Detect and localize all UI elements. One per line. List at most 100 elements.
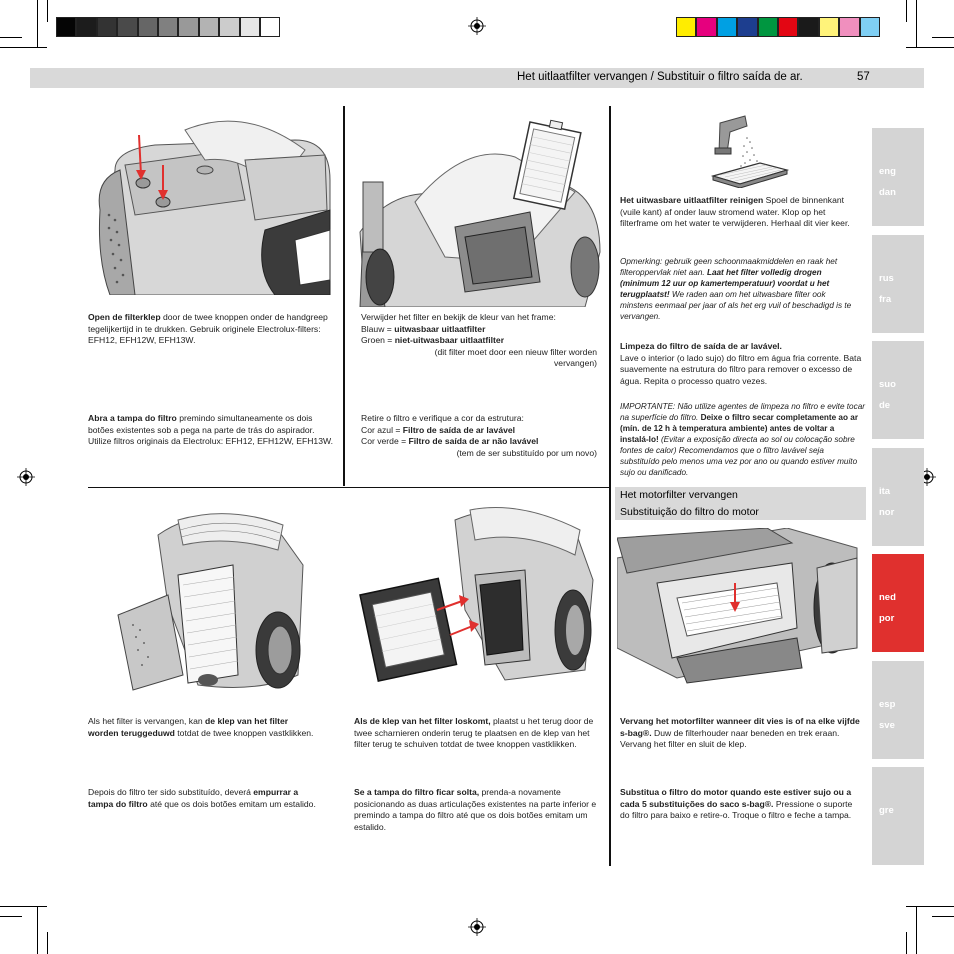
color-swatch	[777, 17, 799, 37]
crop-mark	[37, 0, 38, 47]
instruction-push-cover-pt: Depois do filtro ter sido substituído, d…	[88, 787, 320, 810]
gray-swatch-strip	[56, 17, 281, 37]
color-swatch	[157, 17, 179, 37]
instruction-wash-filter-nl: Het uitwasbare uitlaatfilter reinigen Sp…	[620, 195, 860, 230]
figure-remove-exhaust-filter	[359, 119, 601, 307]
color-swatch	[219, 17, 240, 37]
instruction-bold: Se a tampa do filtro ficar solta,	[354, 787, 480, 797]
note-text: (Evitar a exposição directa ao sol ou co…	[620, 435, 858, 477]
instruction-wash-filter-pt-note: IMPORTANTE: Não utilize agentes de limpe…	[620, 401, 865, 478]
motor-filter-section-bar	[615, 487, 866, 520]
language-code: suo	[879, 379, 896, 390]
instruction-reattach-cover-pt: Se a tampa do filtro ficar solta, prenda…	[354, 787, 597, 833]
label: Groen =	[361, 335, 395, 346]
color-swatch	[239, 17, 260, 37]
instruction-text: Verwijder het filter en bekijk de kleur …	[361, 312, 556, 322]
color-swatch	[56, 17, 77, 37]
value: Filtro de saída de ar não lavável	[408, 436, 539, 447]
note-text: Opmerking: gebruik geen schoonmaakmiddel…	[620, 257, 838, 277]
instruction-motor-filter-pt: Substitua o filtro do motor quando este …	[620, 787, 863, 822]
language-code: ita	[879, 486, 891, 497]
crop-mark	[47, 0, 48, 22]
language-tab-ned-por[interactable]: ned por	[872, 554, 924, 652]
page-title: Het uitlaatfilter vervangen / Substituir…	[517, 71, 803, 83]
instruction-bold: de klep van het filter worden teruggeduw…	[88, 716, 289, 738]
label: Cor azul =	[361, 424, 403, 435]
instruction-remove-filter-nl: Verwijder het filter en bekijk de kleur …	[361, 312, 597, 370]
registration-mark-icon	[468, 17, 486, 35]
color-swatch-strip	[676, 17, 880, 37]
instruction-open-cover-nl: Open de filterklep door de twee knoppen …	[88, 312, 333, 347]
instruction-text: premindo simultaneamente os dois botões …	[88, 413, 334, 447]
instruction-wash-filter-pt: Limpeza do filtro de saída de ar lavável…	[620, 341, 865, 387]
crop-mark	[0, 37, 22, 38]
instruction-text: Retire o filtro e verifique a cor da est…	[361, 413, 524, 423]
page-number: 57	[857, 71, 870, 83]
language-code: por	[879, 613, 895, 624]
language-code: ned	[879, 592, 896, 603]
instruction-bold: Limpeza do filtro de saída de ar lavável…	[620, 341, 782, 351]
note-text: We raden aan om het uitwasbare filter oo…	[620, 290, 852, 321]
language-tab-suo-de[interactable]: suo de	[872, 341, 924, 439]
instruction-push-cover-nl: Als het filter is vervangen, kan de klep…	[88, 716, 320, 739]
instruction-text: Depois do filtro ter sido substituído, d…	[88, 787, 254, 797]
crop-mark	[0, 916, 22, 917]
figure-wash-filter-under-tap	[710, 115, 790, 188]
instruction-text: totdat de twee knoppen vastklikken.	[174, 727, 314, 738]
crop-mark	[0, 906, 47, 907]
crop-mark	[0, 47, 47, 48]
crop-mark	[916, 0, 917, 47]
language-code: de	[879, 400, 891, 411]
color-swatch	[137, 17, 158, 37]
color-swatch	[757, 17, 778, 37]
instruction-open-cover-pt: Abra a tampa do filtro premindo simultan…	[88, 413, 333, 448]
figure-reattach-filter-cover	[359, 507, 594, 682]
crop-mark	[932, 916, 954, 917]
crop-mark	[906, 47, 954, 48]
note-text: IMPORTANTE: Não utilize agentes de limpe…	[620, 402, 865, 422]
language-tab-eng-dan[interactable]: eng dan	[872, 128, 924, 226]
figure-open-filter-cover	[98, 120, 331, 295]
crop-mark	[37, 907, 38, 954]
color-swatch	[798, 17, 819, 37]
instruction-bold: Het uitwasbare uitlaatfilter reinigen	[620, 195, 764, 205]
instruction-wash-filter-nl-note: Opmerking: gebruik geen schoonmaakmiddel…	[620, 256, 860, 322]
language-tab-ita-nor[interactable]: ita nor	[872, 448, 924, 546]
instruction-note: (tem de ser substituído por um novo)	[456, 447, 597, 458]
language-code: gre	[879, 805, 894, 816]
language-code: nor	[879, 507, 895, 518]
instruction-note: (dit filter moet door een nieuw filter w…	[434, 346, 597, 369]
instruction-text: Als het filter is vervangen, kan	[88, 716, 206, 726]
instruction-motor-filter-nl: Vervang het motorfilter wanneer dit vies…	[620, 716, 863, 751]
label: Cor verde =	[361, 436, 409, 447]
instruction-text: Spoel de binnenkant (vuile kant) af onde…	[620, 195, 850, 229]
registration-mark-icon	[17, 468, 35, 486]
figure-push-filter-cover-back	[117, 513, 304, 691]
color-swatch	[259, 17, 281, 37]
column-divider	[609, 106, 611, 866]
note-bold: Laat het filter volledig drogen (minimum…	[620, 268, 830, 299]
crop-mark	[47, 932, 48, 954]
instruction-text: prenda-a novamente posicionando as duas …	[354, 787, 597, 832]
crop-mark	[916, 907, 917, 954]
instruction-text: door de twee knoppen onder de handgreep …	[88, 312, 328, 346]
instruction-bold: Open de filterklep	[88, 312, 161, 322]
language-tab-gre[interactable]: gre	[872, 767, 924, 865]
instruction-text: plaatst u het terug door de twee scharni…	[354, 716, 594, 750]
instruction-bold: Als de klep van het filter loskomt,	[354, 716, 491, 726]
color-swatch	[839, 17, 860, 37]
language-code: eng	[879, 166, 896, 177]
color-swatch	[76, 17, 97, 37]
color-swatch	[676, 17, 697, 37]
note-bold: Deixe o filtro secar completamente ao ar…	[620, 413, 859, 444]
color-swatch	[818, 17, 840, 37]
color-swatch	[117, 17, 138, 37]
color-swatch	[859, 17, 880, 37]
instruction-text: Duw de filterhouder naar beneden en trek…	[620, 727, 840, 750]
crop-mark	[906, 0, 907, 22]
header-bar	[30, 68, 924, 88]
language-code: dan	[879, 187, 896, 198]
instruction-bold: empurrar a tampa do filtro	[88, 787, 299, 809]
